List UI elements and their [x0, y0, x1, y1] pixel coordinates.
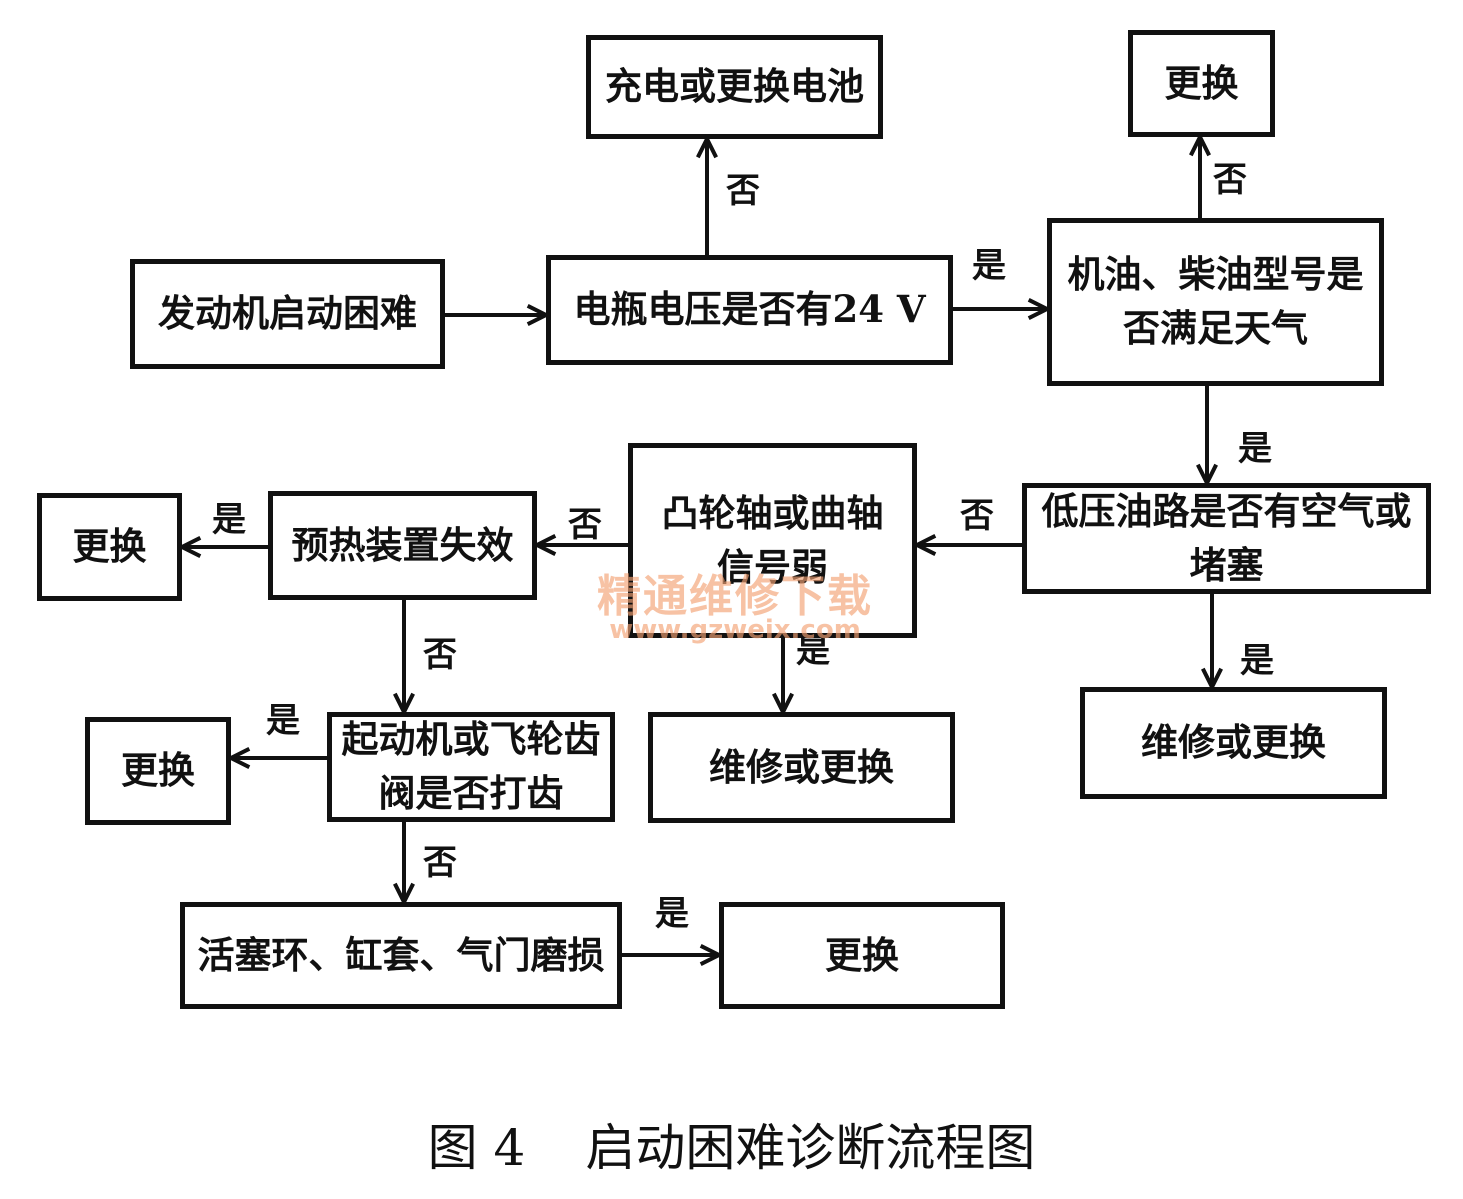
replace-starter-label: 更换: [121, 748, 195, 793]
watermark-url: www.gzweix.com: [609, 615, 861, 645]
edge-label-yes: 是: [972, 246, 1006, 286]
low-pressure-check-node: 低压油路是否有空气或堵塞: [1022, 483, 1431, 594]
figure-title: 启动困难诊断流程图: [585, 1119, 1036, 1177]
replace-oil-label: 更换: [1164, 60, 1239, 105]
preheat-check-node: 预热装置失效: [268, 491, 537, 600]
starter-check-node: 起动机或飞轮齿阀是否打齿: [327, 712, 615, 822]
repair-replace-lp-node: 维修或更换: [1080, 687, 1387, 799]
watermark-title: 精通维修下载: [597, 571, 873, 622]
edge-label-yes: 是: [655, 894, 689, 934]
repair-replace-cam-label: 维修或更换: [709, 744, 894, 789]
edge-label-no: 否: [568, 505, 602, 545]
edge-label-yes: 是: [212, 500, 246, 540]
camshaft-check-label: 凸轮轴或曲轴信号弱: [661, 490, 884, 589]
low-pressure-check-label: 低压油路是否有空气或堵塞: [1041, 488, 1412, 587]
repair-replace-cam-node: 维修或更换: [648, 712, 955, 823]
oil-check-label: 机油、柴油型号是否满足天气: [1067, 252, 1364, 350]
edge-label-no: 否: [960, 496, 994, 536]
replace-wear-label: 更换: [825, 932, 899, 977]
edge-label-yes: 是: [796, 631, 830, 671]
battery-check-node: 电瓶电压是否有24 V: [546, 255, 953, 365]
start-node: 发动机启动困难: [130, 259, 445, 369]
replace-oil-node: 更换: [1128, 30, 1275, 137]
edge-label-no: 否: [1213, 160, 1247, 200]
preheat-check-label: 预热装置失效: [291, 522, 514, 567]
figure-number: 图 4: [427, 1119, 526, 1177]
start-node-label: 发动机启动困难: [158, 291, 417, 336]
repair-replace-lp-label: 维修或更换: [1141, 720, 1326, 765]
oil-check-node: 机油、柴油型号是否满足天气: [1047, 218, 1384, 386]
camshaft-check-node: 凸轮轴或曲轴信号弱: [628, 443, 917, 638]
edge-label-no: 否: [423, 843, 457, 883]
charge-replace-label: 充电或更换电池: [605, 64, 864, 109]
figure-caption: 图 4 启动困难诊断流程图: [0, 1108, 1463, 1180]
replace-preheat-node: 更换: [37, 493, 182, 601]
wear-check-node: 活塞环、缸套、气门磨损: [180, 902, 622, 1009]
starter-check-label: 起动机或飞轮齿阀是否打齿: [341, 717, 601, 815]
edge-label-no: 否: [726, 171, 760, 211]
replace-starter-node: 更换: [85, 717, 231, 825]
battery-check-label: 电瓶电压是否有24 V: [573, 287, 926, 332]
replace-wear-node: 更换: [719, 902, 1005, 1009]
wear-check-label: 活塞环、缸套、气门磨损: [197, 932, 605, 977]
charge-replace-node: 充电或更换电池: [586, 35, 883, 139]
edge-label-no: 否: [423, 635, 457, 675]
edge-label-yes: 是: [266, 701, 300, 741]
replace-preheat-label: 更换: [72, 524, 147, 569]
edge-label-yes: 是: [1238, 429, 1272, 469]
edge-label-yes: 是: [1240, 641, 1274, 681]
